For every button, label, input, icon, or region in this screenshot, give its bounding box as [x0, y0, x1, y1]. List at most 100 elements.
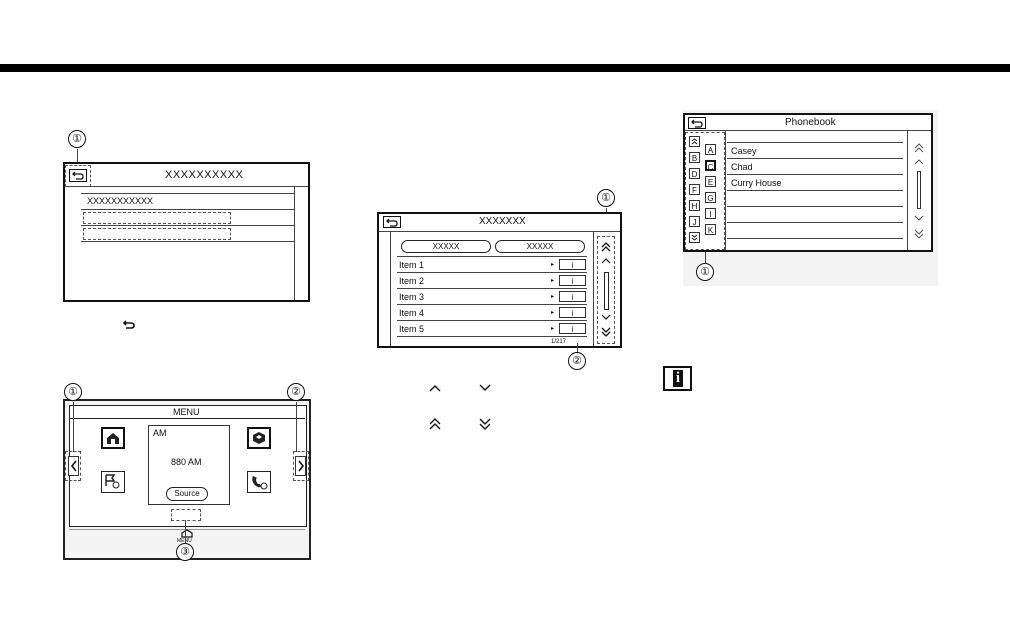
- source-button[interactable]: Source: [166, 487, 208, 501]
- chevron-up-icon[interactable]: [914, 159, 924, 165]
- caret-right-icon: ▸: [551, 309, 554, 316]
- page-down-icon[interactable]: [601, 327, 611, 337]
- back-arrow-icon: [72, 171, 84, 180]
- divider: [397, 304, 587, 305]
- back-button[interactable]: [69, 169, 87, 182]
- letter-button[interactable]: G: [705, 192, 716, 203]
- divider: [397, 320, 587, 321]
- scroll-track: [294, 186, 295, 300]
- list-item[interactable]: Item 4: [399, 308, 424, 318]
- page-up-button[interactable]: [689, 136, 700, 147]
- list-item[interactable]: XXXXXXXXXXX: [87, 196, 153, 206]
- caret-right-icon: ▸: [551, 325, 554, 332]
- fig1-screen: XXXXXXXXXX XXXXXXXXXXX: [63, 162, 310, 302]
- column-divider: [725, 130, 726, 250]
- letter-button[interactable]: D: [689, 168, 700, 179]
- callout-1: ①: [696, 263, 714, 281]
- divider: [379, 231, 620, 232]
- divider: [81, 209, 294, 210]
- divider: [397, 272, 587, 273]
- list-item-placeholder: [83, 228, 231, 240]
- letter-button[interactable]: B: [689, 152, 700, 163]
- info-button[interactable]: i: [559, 275, 586, 286]
- phone-tile-button[interactable]: [247, 471, 271, 493]
- divider: [727, 174, 903, 175]
- info-button[interactable]: i: [559, 323, 586, 334]
- chevron-down-icon[interactable]: [601, 314, 611, 320]
- prev-page-button[interactable]: [68, 456, 79, 476]
- letter-button[interactable]: I: [705, 208, 716, 219]
- letter-button[interactable]: F: [689, 184, 700, 195]
- letter-button[interactable]: H: [689, 200, 700, 211]
- callout-2: ②: [287, 383, 305, 401]
- info-icon: i: [663, 366, 692, 391]
- divider: [727, 142, 903, 143]
- fig3-title: XXXXXXX: [479, 216, 526, 227]
- callout-1: ①: [68, 130, 86, 148]
- info-button[interactable]: i: [559, 307, 586, 318]
- info-button[interactable]: i: [559, 259, 586, 270]
- fig3-screen: XXXXXXX XXXXX XXXXX Item 1 ▸ i Item 2 ▸ …: [377, 212, 622, 348]
- back-arrow-icon: [386, 218, 398, 227]
- divider: [727, 206, 903, 207]
- top-rule: [0, 64, 1010, 72]
- caret-right-icon: ▸: [551, 293, 554, 300]
- letter-button[interactable]: J: [689, 216, 700, 227]
- list-item-placeholder: [83, 212, 231, 224]
- back-arrow-icon: [691, 119, 703, 128]
- list-item[interactable]: Item 2: [399, 276, 424, 286]
- back-button[interactable]: [383, 216, 401, 228]
- flag-tile-button[interactable]: [101, 471, 125, 493]
- radio-band: AM: [153, 428, 167, 438]
- chevron-up-icon: [428, 384, 442, 392]
- callout-leader: [73, 402, 74, 452]
- letter-button[interactable]: K: [705, 224, 716, 235]
- cube-icon: [252, 431, 266, 445]
- callout-2: ②: [568, 352, 586, 370]
- info-glyph: i: [673, 370, 683, 387]
- callout-1: ①: [64, 383, 82, 401]
- tab-2[interactable]: XXXXX: [495, 240, 585, 253]
- divider: [397, 336, 587, 337]
- next-page-button[interactable]: [295, 456, 306, 476]
- callout-leader: [296, 402, 297, 452]
- caret-right-icon: ▸: [551, 277, 554, 284]
- scroll-divider: [907, 130, 908, 250]
- scroll-divider: [593, 231, 594, 346]
- tab-1[interactable]: XXXXX: [401, 240, 491, 253]
- callout-leader: [185, 520, 186, 544]
- page-indicator-highlight: [171, 509, 201, 521]
- fig2-screen: MENU AM 880 AM Source M: [63, 399, 311, 560]
- page-up-icon[interactable]: [601, 242, 611, 252]
- scrollbar[interactable]: [917, 171, 921, 209]
- list-item[interactable]: Item 5: [399, 324, 424, 334]
- page-down-icon: [478, 418, 492, 430]
- divider: [397, 288, 587, 289]
- chevron-up-icon[interactable]: [601, 258, 611, 264]
- left-border: [390, 231, 391, 346]
- contact-item[interactable]: Chad: [731, 162, 753, 172]
- contact-item[interactable]: Casey: [731, 146, 757, 156]
- letter-button[interactable]: A: [705, 144, 716, 155]
- page-up-icon[interactable]: [914, 143, 924, 153]
- page-down-button[interactable]: [689, 232, 700, 243]
- back-button[interactable]: [688, 117, 706, 129]
- page-down-icon: [691, 234, 698, 241]
- letter-button[interactable]: E: [705, 176, 716, 187]
- phone-clock-icon: [250, 474, 268, 490]
- home-menu-icon[interactable]: [181, 529, 193, 538]
- contact-item[interactable]: Curry House: [731, 178, 782, 188]
- divider: [685, 130, 931, 131]
- home-tile-button[interactable]: [101, 427, 125, 449]
- cube-tile-button[interactable]: [247, 427, 271, 449]
- chevron-down-icon[interactable]: [914, 215, 924, 221]
- list-item[interactable]: Item 1: [399, 260, 424, 270]
- divider: [727, 222, 903, 223]
- page-down-icon[interactable]: [914, 229, 924, 239]
- callout-leader: [77, 149, 78, 163]
- fig1-title: XXXXXXXXXX: [165, 169, 243, 181]
- scrollbar[interactable]: [604, 272, 609, 310]
- letter-button-selected[interactable]: C: [705, 160, 716, 171]
- info-button[interactable]: i: [559, 291, 586, 302]
- list-item[interactable]: Item 3: [399, 292, 424, 302]
